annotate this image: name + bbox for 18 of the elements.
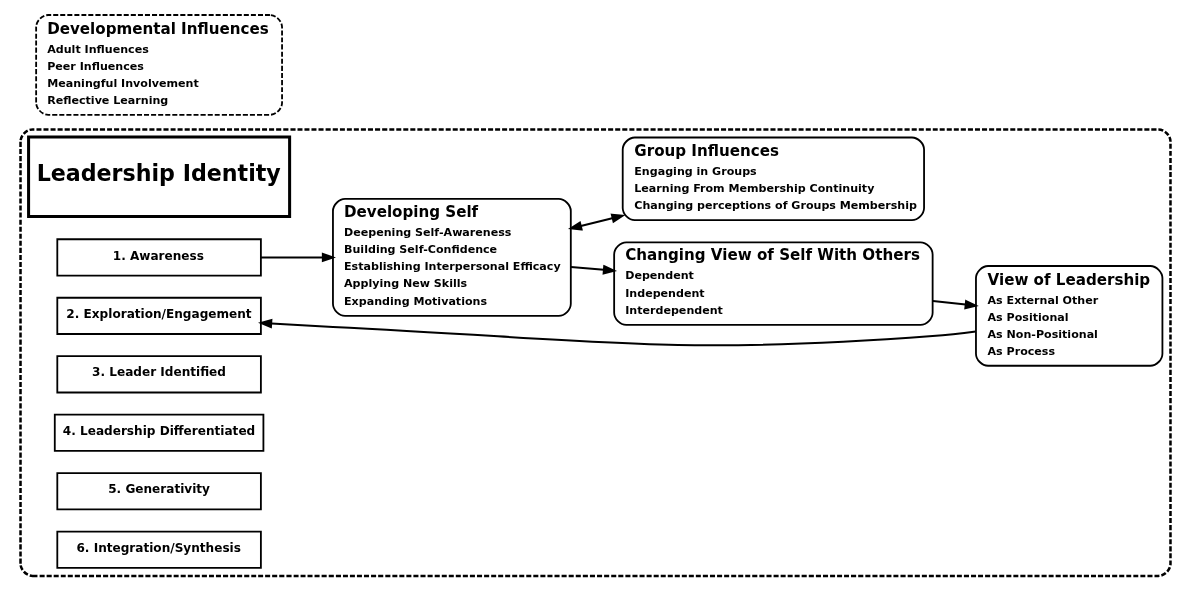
node-box: Changing View of Self With Others Dependent Independent Interdependent: [613, 241, 934, 326]
node-box: Developmental Influences Adult Influences Peer Influences Meaningful Involvement Reflective Learning: [35, 14, 283, 116]
arrow: [261, 252, 336, 263]
node-box: Leadership Identity: [27, 135, 292, 219]
arrow: [258, 318, 976, 347]
node-box: 1. Awareness: [56, 238, 262, 277]
arrow: [570, 264, 618, 275]
node-box: 4. Leadership Differentiated: [53, 413, 265, 452]
node-box: 3. Leader Identified: [56, 355, 262, 394]
node-box: Group Influences Engaging in Groups Learning From Membership Continuity Changing perceptions of Groups Membership: [621, 136, 925, 222]
node-box: 6. Integration/Synthesis: [56, 530, 262, 569]
cluster: [19, 128, 1172, 578]
arrow: [932, 299, 979, 310]
arrow: [568, 213, 626, 231]
node-box: 5. Generativity: [56, 472, 262, 511]
node-box: Developing Self Deepening Self-Awareness Building Self-Confidence Establishing Interpersonal Efficacy Applying New Skills Expanding Motivations: [332, 198, 572, 317]
node-box: View of Leadership As External Other As Positional As Non-Positional As Process: [975, 265, 1164, 367]
node-box: 2. Exploration/Engagement: [56, 296, 262, 335]
